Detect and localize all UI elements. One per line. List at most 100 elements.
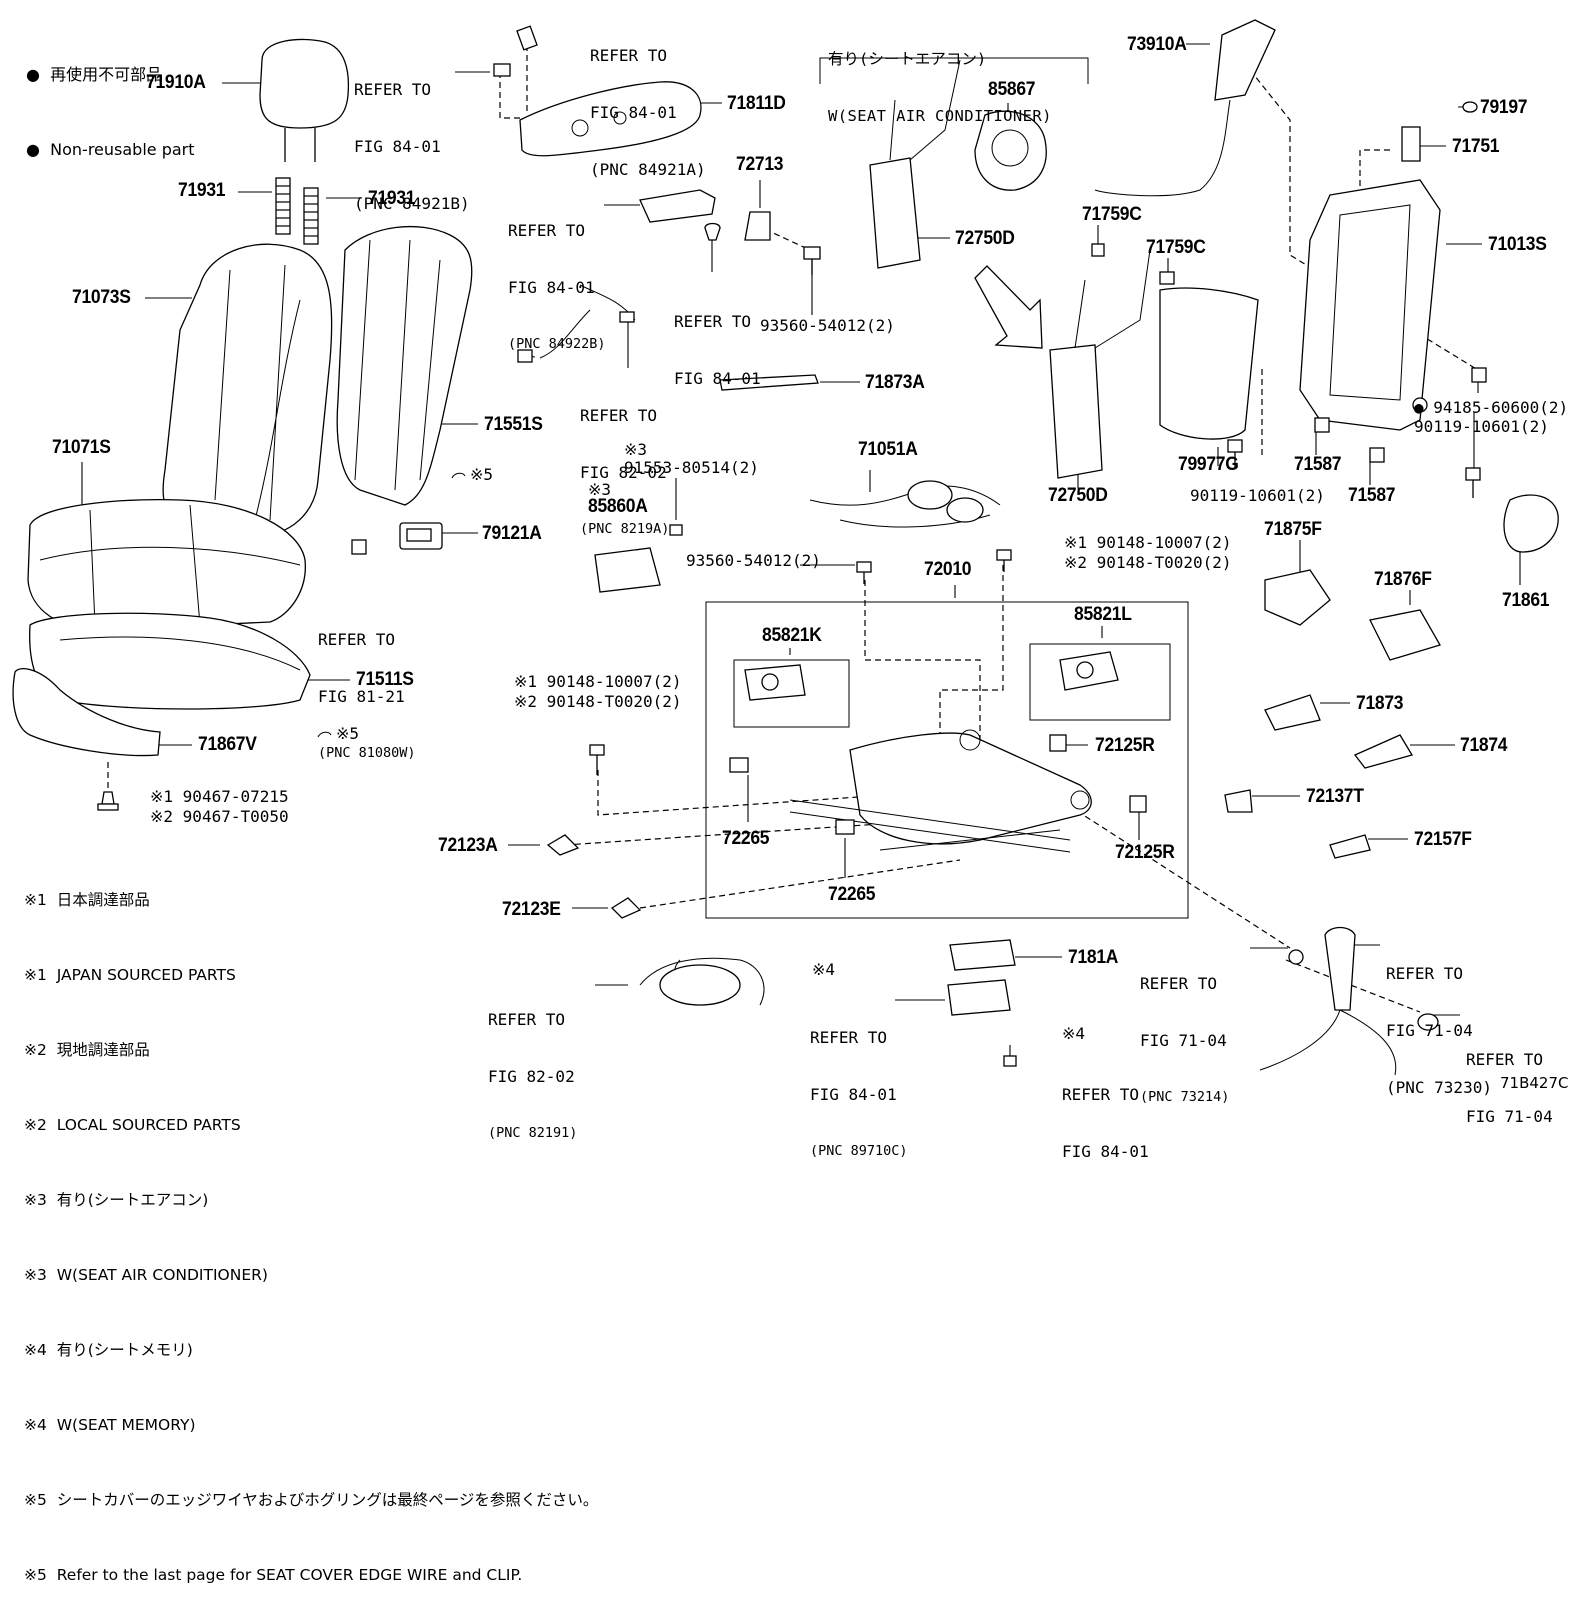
option-header-jp: 有り(シートエアコン): [828, 50, 987, 68]
bolt-label: ※1 90148-10007(2): [514, 672, 682, 691]
bolt-label: ※2 90467-T0050: [150, 807, 289, 826]
figure-code: 71B427C: [1500, 1074, 1569, 1092]
ref-line: (PNC 73230): [1386, 1078, 1492, 1097]
footnote: ※5 Refer to the last page for SEAT COVER…: [24, 1566, 523, 1584]
refer-to-84921B: REFER TO FIG 84-01 (PNC 84921B): [354, 42, 470, 232]
bolt-number: 94185-60600(2): [1433, 398, 1569, 417]
part-label: 72123A: [438, 835, 498, 856]
seatback-cover-shape: [162, 243, 333, 537]
bolt-label: 90119-10601(2): [1190, 486, 1325, 505]
part-label: 85867: [988, 79, 1036, 100]
part-label: 71759C: [1082, 204, 1142, 225]
bolt-label: 93560-54012(2): [760, 316, 895, 335]
part-label: 85821L: [1074, 604, 1132, 625]
footnote: ※2 LOCAL SOURCED PARTS: [24, 1116, 241, 1134]
part-label: 71759C: [1146, 237, 1206, 258]
part-label: 72713: [736, 154, 784, 175]
refer-to-84921A: REFER TO FIG 84-01 (PNC 84921A): [590, 8, 706, 198]
footnote: ※1 JAPAN SOURCED PARTS: [24, 966, 236, 984]
ref-line: FIG 81-21: [318, 687, 405, 706]
seat-fan-shape: [974, 110, 1047, 191]
bolt-label: ※2 90148-T0020(2): [1064, 553, 1232, 572]
ref-line: FIG 84-01: [590, 103, 677, 122]
bolt-label: ※2 90148-T0020(2): [514, 692, 682, 711]
ref-line: (PNC 8219A): [580, 521, 670, 537]
ref-line: FIG 84-01: [1062, 1142, 1149, 1161]
part-label: 71874: [1460, 735, 1508, 756]
part-label: 71811D: [727, 93, 786, 114]
refer-to-89710C: REFER TO FIG 84-01 (PNC 89710C): [810, 990, 908, 1180]
diagram-drawing: [12, 19, 1559, 1076]
lumbar-shape: [869, 59, 961, 269]
part-label: 71587: [1348, 485, 1396, 506]
arrow: [974, 265, 1043, 349]
ref-line: (PNC 84921A): [590, 160, 706, 179]
ref-line: FIG 71-04: [1140, 1031, 1227, 1050]
ref-line: FIG 84-01: [508, 278, 595, 297]
legend-jp: 再使用不可部品: [50, 65, 163, 84]
footnote: ※2 現地調達部品: [24, 1041, 150, 1059]
ref-line: FIG 84-01: [354, 137, 441, 156]
footnote: ※4 有り(シートメモリ): [24, 1341, 193, 1359]
legend: ● 再使用不可部品 ● Non-reusable part: [26, 12, 195, 187]
part-label: 71073S: [72, 287, 131, 308]
bolt-label: ※1 90148-10007(2): [1064, 533, 1232, 552]
part-label: 73910A: [1127, 34, 1187, 55]
ref-line: REFER TO: [508, 221, 586, 240]
part-label: 72137T: [1306, 786, 1364, 807]
headrest-shape: [259, 38, 350, 162]
footnote: ※3 有り(シートエアコン): [24, 1191, 209, 1209]
part-label: 72010: [924, 559, 972, 580]
part-label: 79121A: [482, 523, 542, 544]
option-header: 有り(シートエアコン) W(SEAT AIR CONDITIONER): [828, 12, 1052, 145]
bolt-label: ※1 90467-07215: [150, 787, 289, 806]
ref-line: REFER TO: [674, 312, 752, 331]
ref-line: REFER TO: [488, 1010, 566, 1029]
option-header-en: W(SEAT AIR CONDITIONER): [828, 107, 1052, 125]
ref-line: (PNC 89710C): [810, 1143, 908, 1159]
part-label: 72157F: [1414, 829, 1472, 850]
parts-diagram: ● 再使用不可部品 ● Non-reusable part 有り(シートエアコン…: [12, 8, 1569, 1584]
ref-line: REFER TO: [1466, 1050, 1544, 1069]
lumbar-shape-2: [1049, 249, 1151, 479]
part-label: 71051A: [858, 439, 918, 460]
ref-line: REFER TO: [590, 46, 668, 65]
ref-line: FIG 84-01: [810, 1085, 897, 1104]
bolt-label-non-reusable: ● 94185-60600(2): [1414, 398, 1568, 417]
refer-to-81080W: REFER TO FIG 81-21 (PNC 81080W): [318, 592, 416, 782]
ref-line: FIG 82-02: [580, 463, 667, 482]
ref-line: REFER TO: [354, 80, 432, 99]
bolt-label: 90119-10601(2): [1414, 417, 1549, 436]
part-label: 71071S: [52, 437, 111, 458]
part-label: 71867V: [198, 734, 257, 755]
refer-to-84-01-lower: REFER TO FIG 84-01: [1062, 1047, 1149, 1180]
part-label: 71931: [368, 188, 416, 209]
part-label: 71876F: [1374, 569, 1432, 590]
part-label: 71873: [1356, 693, 1404, 714]
ref-line: FIG 82-02: [488, 1067, 575, 1086]
ref-line: REFER TO: [1062, 1085, 1140, 1104]
refer-to-84-01: REFER TO FIG 84-01: [674, 274, 761, 407]
part-label: 72750D: [955, 228, 1015, 249]
seatbelt-buckle-shape: [1259, 926, 1397, 1076]
part-label: 71910A: [146, 72, 206, 93]
side-airbag-shape: [1094, 19, 1276, 197]
part-label: 85860A: [588, 496, 648, 517]
refer-to-8219A: REFER TO FIG 82-02 (PNC 8219A): [580, 368, 669, 558]
part-label: 71551S: [484, 414, 543, 435]
part-label: 71931: [178, 180, 226, 201]
footnote: ※3 W(SEAT AIR CONDITIONER): [24, 1266, 268, 1284]
part-label: 71013S: [1488, 234, 1547, 255]
option-mark: ※5: [336, 724, 360, 743]
part-label: 7181A: [1068, 947, 1119, 968]
part-label: 79197: [1480, 97, 1528, 118]
ref-line: FIG 71-04: [1386, 1021, 1473, 1040]
footnotes: ※1 日本調達部品 ※1 JAPAN SOURCED PARTS ※2 現地調達…: [24, 838, 598, 1613]
ref-line: REFER TO: [1140, 974, 1218, 993]
non-reusable-dot-icon: ●: [26, 65, 40, 84]
part-label: 71751: [1452, 136, 1500, 157]
side-shield-shape: [519, 81, 702, 157]
part-label: 71875F: [1264, 519, 1322, 540]
option-mark: ※3: [624, 440, 648, 459]
part-label: 85821K: [762, 625, 822, 646]
